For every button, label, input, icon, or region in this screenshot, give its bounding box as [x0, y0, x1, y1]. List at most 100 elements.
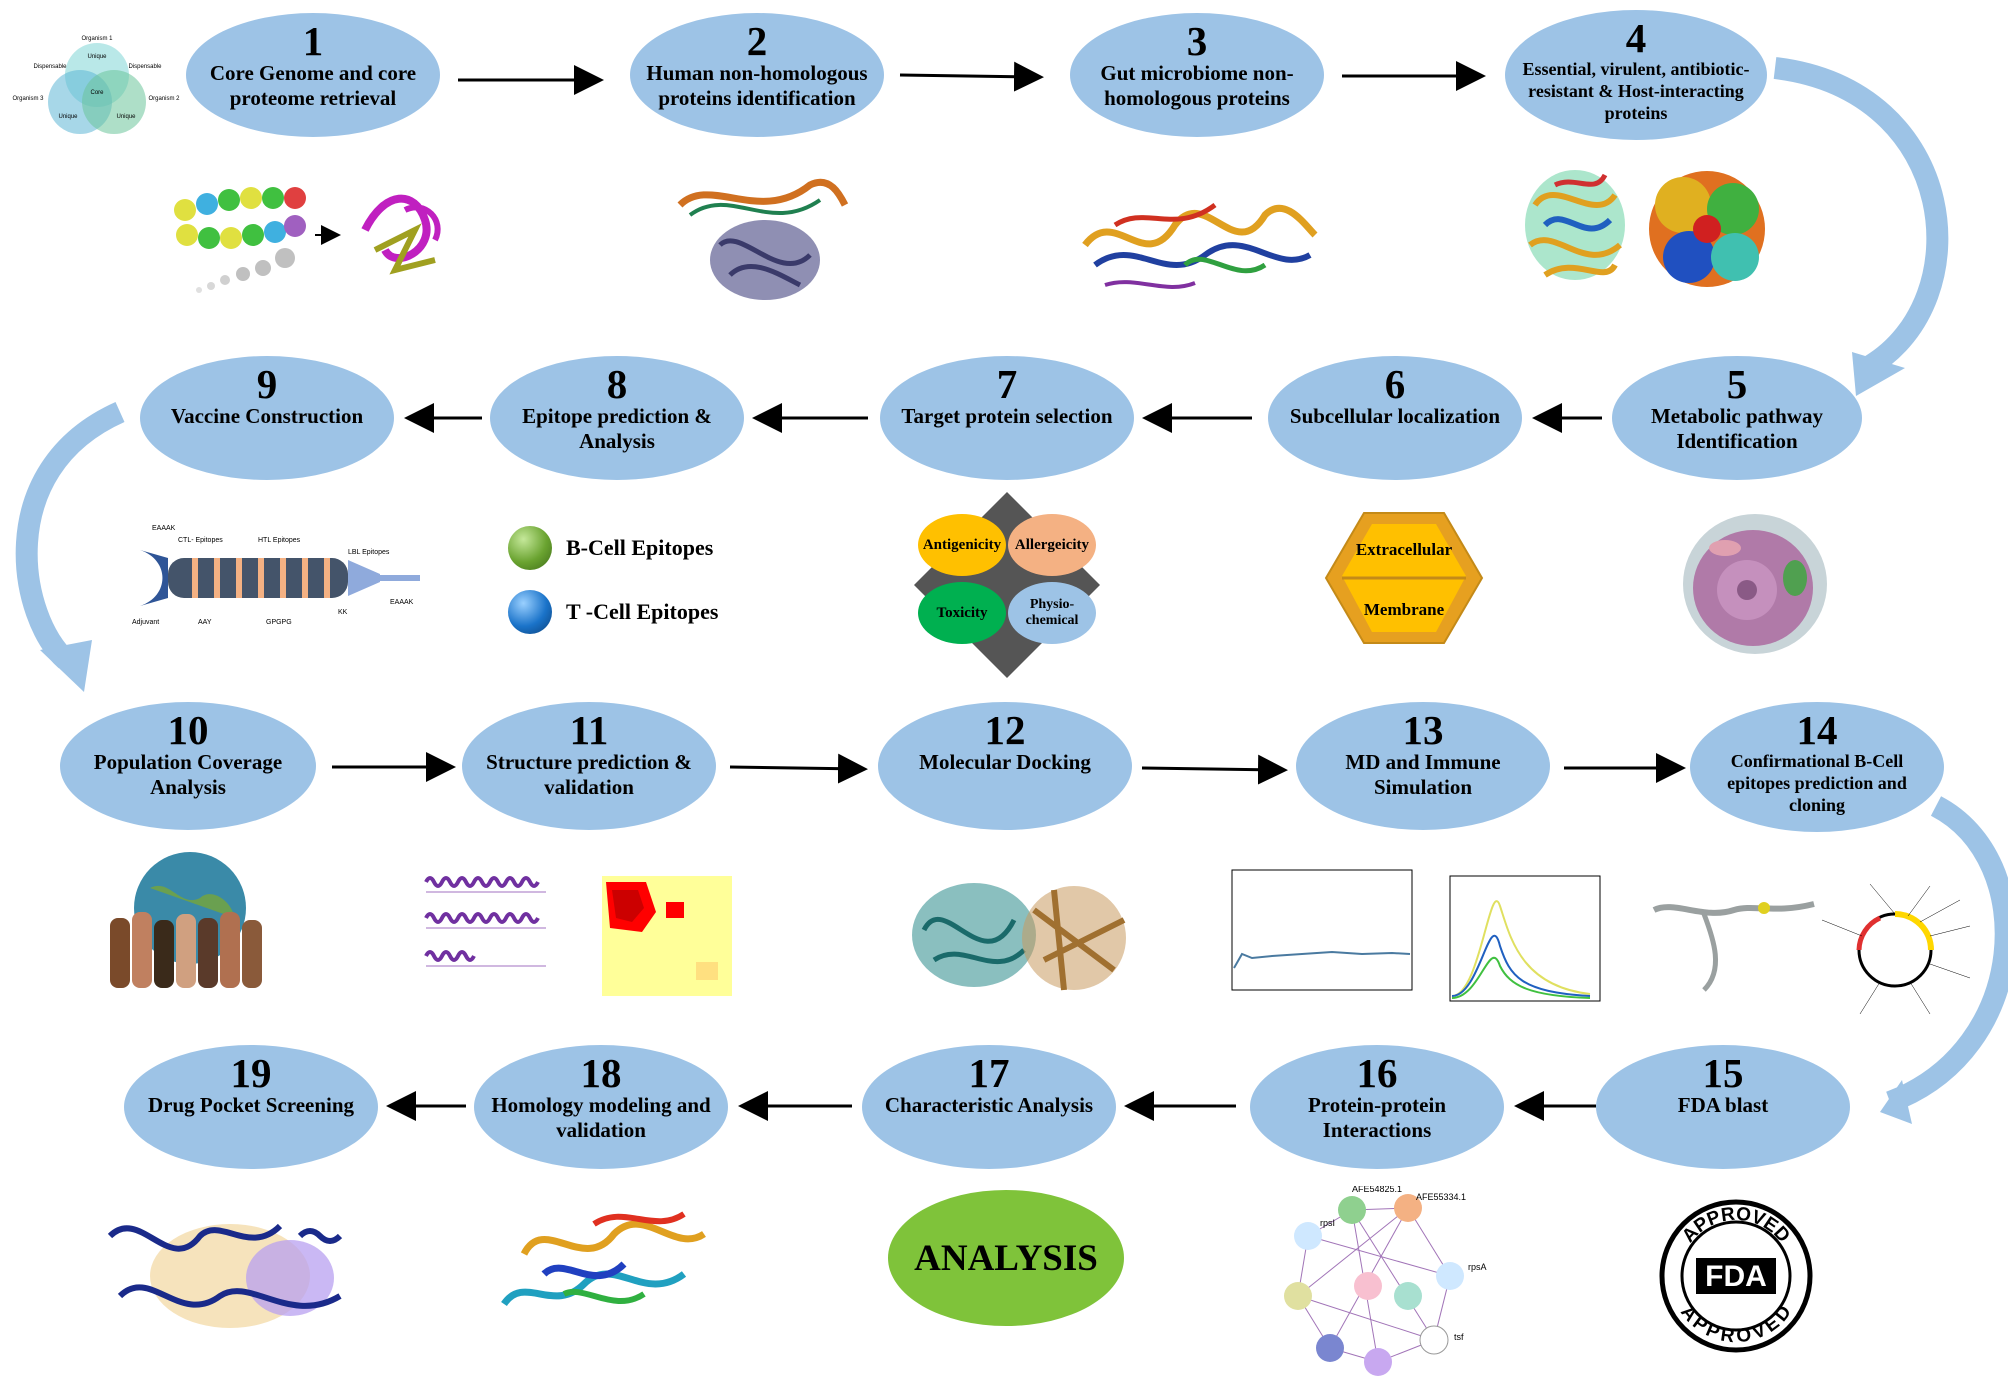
cell-icon — [1683, 514, 1827, 654]
md-rmsd-plot — [1231, 869, 1413, 991]
venn-organism-1: Organism 1 — [81, 36, 113, 42]
step-number: 3 — [1186, 18, 1208, 64]
vaccine-eaaak-right-label: EAAAK — [390, 599, 414, 606]
step-19: 19 Drug Pocket Screening — [124, 1045, 378, 1169]
step-number: 5 — [1726, 361, 1748, 407]
vaccine-adjuvant-label: Adjuvant — [132, 619, 159, 626]
step-11: 11 Structure prediction & validation — [462, 702, 716, 830]
step-18: 18 Homology modeling and validation — [474, 1045, 728, 1169]
step-number: 10 — [167, 707, 209, 753]
step-6: 6 Subcellular localization — [1268, 356, 1522, 480]
plasmid-map-icon — [1821, 883, 1971, 1015]
t-cell-epitope-icon — [508, 590, 552, 634]
toxicity-badge: Toxicity — [918, 582, 1006, 644]
ppi-node-label: AFE55334.1 — [1416, 1192, 1466, 1202]
step-label: Structure prediction & validation — [486, 750, 692, 799]
venn-dispensable-right: Dispensable — [128, 64, 162, 70]
step-label: MD and Immune Simulation — [1345, 750, 1501, 799]
step-1: 1 Core Genome and core proteome retrieva… — [186, 13, 440, 137]
step-number: 18 — [580, 1050, 622, 1096]
step-number: 16 — [1356, 1050, 1398, 1096]
analysis-badge: ANALYSIS — [888, 1190, 1124, 1326]
venn-unique-3: Unique — [58, 114, 78, 120]
step-label: Epitope prediction & Analysis — [522, 404, 712, 453]
curve-9-10 — [15, 401, 125, 669]
step-label: Metabolic pathway Identification — [1650, 404, 1824, 453]
t-cell-legend: T -Cell Epitopes — [508, 590, 718, 634]
ppi-node-label: rpsI — [1320, 1218, 1335, 1228]
step-label: Homology modeling and validation — [491, 1093, 711, 1142]
step-label: Subcellular localization — [1289, 404, 1501, 428]
step-number: 13 — [1402, 707, 1444, 753]
step-number: 2 — [746, 18, 768, 64]
arrow-11-12 — [729, 753, 868, 784]
step-number: 9 — [256, 361, 278, 407]
step-10: 10 Population Coverage Analysis — [60, 702, 316, 830]
step-number: 15 — [1702, 1050, 1744, 1096]
immune-simulation-plot — [1449, 875, 1601, 1002]
step-number: 8 — [606, 361, 628, 407]
vaccine-ctl-label: CTL- Epitopes — [178, 537, 223, 544]
step-label: FDA blast — [1677, 1093, 1769, 1117]
protein-ribbon-icon — [1082, 202, 1318, 289]
step-4: 4 Essential, virulent, antibiotic-resist… — [1505, 10, 1767, 140]
step-2: 2 Human non-homologous proteins identifi… — [630, 13, 884, 137]
step-9: 9 Vaccine Construction — [140, 356, 394, 480]
drug-pocket-icon — [107, 1223, 343, 1328]
step-label: Core Genome and core proteome retrieval — [209, 61, 417, 110]
venn-unique-1: Unique — [87, 54, 107, 60]
vaccine-gpgpg-label: GPGPG — [266, 619, 292, 626]
step-number: 11 — [569, 707, 609, 753]
step-number: 17 — [968, 1050, 1010, 1096]
extracellular-label: Extracellular — [1355, 540, 1453, 559]
step-number: 14 — [1796, 707, 1838, 753]
fda-approved-stamp: APPROVED APPROVED FDA — [1659, 1199, 1813, 1353]
venn-organism-2: Organism 2 — [148, 96, 180, 102]
step-number: 12 — [984, 707, 1026, 753]
fda-center-text: FDA — [1705, 1260, 1767, 1293]
step-number: 7 — [996, 361, 1018, 407]
step-3: 3 Gut microbiome non-homologous proteins — [1070, 13, 1324, 137]
step-label: Protein-protein Interactions — [1307, 1093, 1447, 1142]
step-label: Vaccine Construction — [170, 404, 364, 428]
vaccine-eaaak-label: EAAAK — [152, 525, 176, 532]
molecular-docking-icon — [912, 883, 1126, 991]
homology-model-icon — [501, 1211, 706, 1307]
structure-validation-icon — [424, 876, 732, 996]
curve-14-15 — [1886, 796, 2008, 1113]
step-7: 7 Target protein selection — [880, 356, 1134, 480]
protein-structures-icon — [1525, 170, 1765, 287]
venn-organism-3: Organism 3 — [12, 96, 44, 102]
step-label: Confirmational B-Cell epitopes predictio… — [1727, 751, 1907, 815]
ppi-node-label: tsf — [1454, 1332, 1464, 1342]
arrow-2-3 — [899, 61, 1044, 92]
epitope-structure-icon — [1652, 901, 1815, 992]
step-5: 5 Metabolic pathway Identification — [1612, 356, 1862, 480]
t-cell-legend-label: T -Cell Epitopes — [566, 599, 719, 624]
step-14: 14 Confirmational B-Cell epitopes predic… — [1690, 702, 1944, 832]
allergeicity-badge: Allergeicity — [1008, 514, 1096, 576]
amino-acid-chain-icon — [174, 187, 441, 293]
step-13: 13 MD and Immune Simulation — [1296, 702, 1550, 830]
population-globe-icon — [110, 852, 262, 988]
arrow-12-13 — [1141, 754, 1288, 785]
step-label: Gut microbiome non-homologous proteins — [1100, 61, 1294, 110]
vaccine-htl-label: HTL Epitopes — [258, 537, 301, 544]
b-cell-legend-label: B-Cell Epitopes — [566, 535, 714, 560]
ppi-node-label: rpsA — [1468, 1262, 1487, 1272]
venn-dispensable-left: Dispensable — [33, 64, 67, 70]
step-label: Drug Pocket Screening — [147, 1093, 355, 1117]
step-17: 17 Characteristic Analysis — [862, 1045, 1116, 1169]
antigenicity-badge: Antigenicity — [918, 514, 1006, 576]
curve-4-5 — [1773, 57, 1949, 376]
step-15: 15 FDA blast — [1596, 1045, 1850, 1169]
venn-core: Core — [90, 90, 104, 96]
step-number: 19 — [230, 1050, 272, 1096]
step-label: Characteristic Analysis — [884, 1093, 1094, 1117]
protein-dna-complex-icon — [677, 179, 849, 300]
step-label: Human non-homologous proteins identifica… — [646, 61, 868, 110]
vaccine-aay-label: AAY — [198, 619, 212, 626]
membrane-label: Membrane — [1363, 600, 1445, 619]
step-12: 12 Molecular Docking — [878, 702, 1132, 830]
